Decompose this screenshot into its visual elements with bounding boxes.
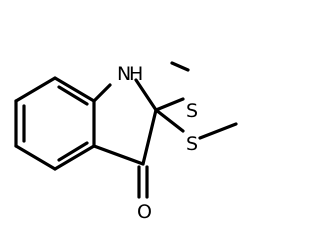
molecule-diagram: N H S S O	[14, 61, 238, 223]
sulfur-label-lower: S	[186, 133, 198, 155]
sulfur-label-upper: S	[186, 100, 198, 122]
bond	[134, 78, 158, 112]
bond	[170, 61, 190, 72]
double-bond-inner	[57, 85, 89, 106]
bond	[92, 83, 112, 103]
structure-canvas: N H S S O	[14, 61, 238, 223]
bond	[198, 122, 238, 140]
benzene-ring	[14, 76, 96, 171]
bond	[141, 108, 158, 166]
carbonyl	[137, 165, 149, 199]
hydrogen-label: H	[129, 63, 143, 85]
nitrogen-label: N	[117, 63, 131, 85]
bond	[53, 144, 96, 171]
bond	[14, 76, 57, 103]
methylthio-lower	[154, 108, 238, 140]
oxygen-label: O	[137, 201, 152, 223]
methylthio-upper	[154, 61, 190, 112]
bond	[154, 108, 185, 133]
pyrrolone-ring	[92, 78, 158, 166]
double-bond-inner	[57, 141, 89, 162]
bond	[14, 144, 57, 171]
bond	[92, 144, 145, 166]
bond	[53, 76, 96, 103]
bond	[154, 97, 185, 112]
